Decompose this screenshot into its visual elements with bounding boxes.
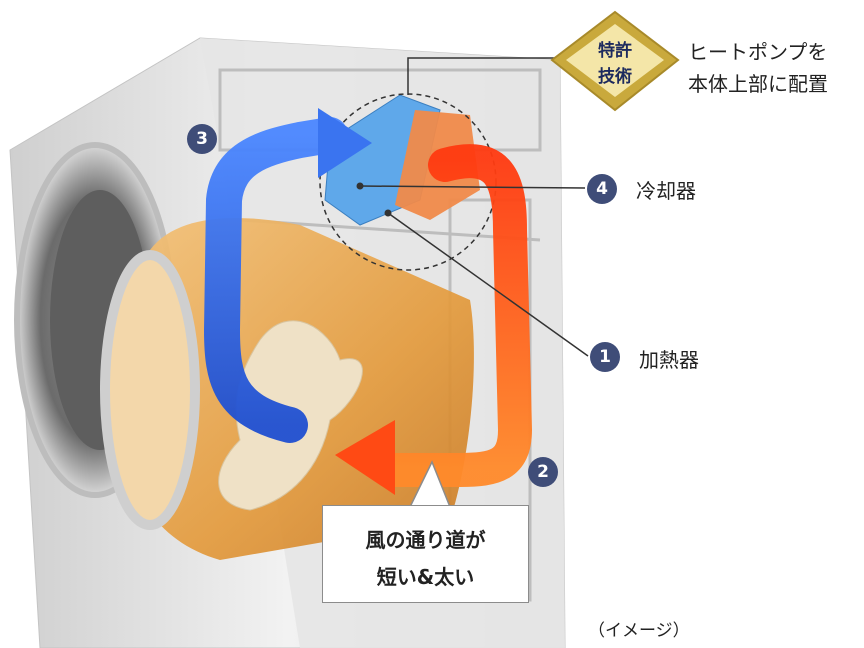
hot-air-arrowhead (335, 420, 395, 495)
hot-air-arrow (373, 144, 533, 487)
patent-badge-line2: 技術 (598, 67, 632, 87)
heater-number-marker: 1 (590, 342, 620, 372)
heat-pump-note-line2: 本体上部に配置 (688, 72, 828, 96)
cooler-pointer-dot (356, 182, 364, 190)
patent-badge-inner (566, 24, 664, 97)
cool-air-arrowhead (318, 108, 372, 178)
airflow-caption-box: 風の通り道が 短い&太い (322, 505, 529, 603)
caption-line2: 短い&太い (376, 565, 475, 589)
heat-pump-note-line1: ヒートポンプを (688, 40, 828, 64)
airflow-step-3-marker: 3 (187, 124, 217, 154)
cooler-label: 冷却器 (636, 179, 696, 203)
caption-line1: 風の通り道が (365, 528, 486, 552)
heater-label: 加熱器 (639, 348, 699, 372)
drum-opening (100, 250, 200, 530)
airflow-step-2-marker: 2 (528, 457, 558, 487)
heater-pointer-dot (384, 209, 392, 217)
leader-lines (359, 57, 589, 357)
cool-air-arrow (203, 117, 348, 443)
image-note: （イメージ） (588, 621, 690, 641)
cooler-number-marker: 4 (587, 174, 617, 204)
patent-badge-line1: 特許 (598, 41, 632, 61)
